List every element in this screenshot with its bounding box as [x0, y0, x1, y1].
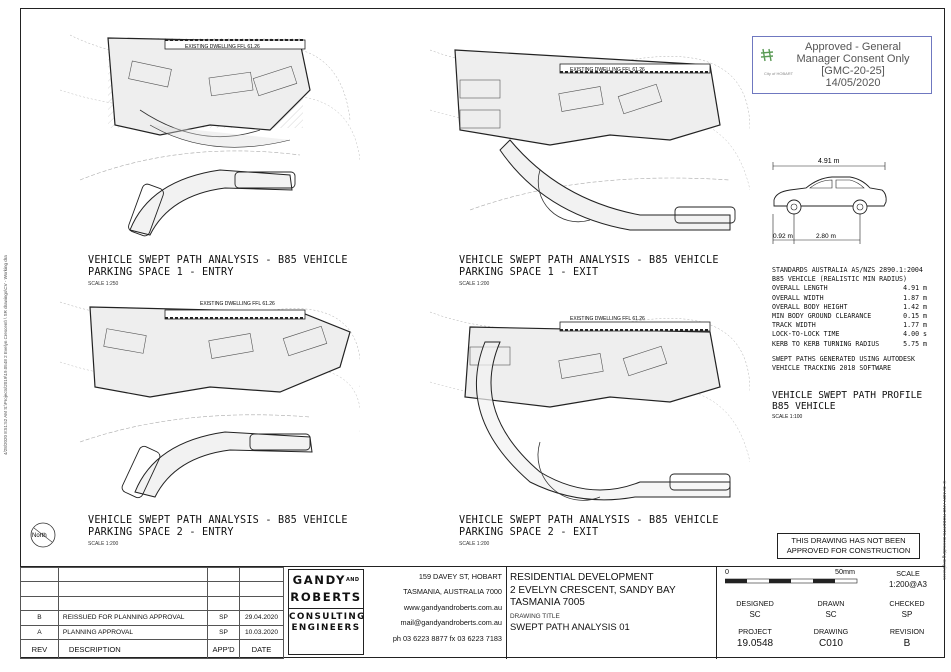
drawing-title-label: DRAWING TITLE — [510, 612, 560, 620]
site-plan-p2: EXISTING DWELLING FFL 61.26 — [430, 49, 750, 231]
north-arrow-icon: North — [30, 522, 56, 548]
revision-table: B REISSUED FOR PLANNING APPROVAL SP 29.0… — [20, 566, 284, 659]
drawn-label: DRAWN — [817, 599, 845, 608]
site-plan-p4: EXISTING DWELLING FFL 61.26 — [430, 311, 750, 501]
panel-title-line1: VEHICLE SWEPT PATH ANALYSIS - B85 VEHICL… — [88, 255, 348, 266]
panel-title-p3: VEHICLE SWEPT PATH ANALYSIS - B85 VEHICL… — [88, 515, 348, 539]
panel-title-line2: PARKING SPACE 2 - EXIT — [459, 527, 599, 538]
revision-row: B REISSUED FOR PLANNING APPROVAL SP 29.0… — [20, 610, 284, 626]
car-profile-diagram: 4.91 m 0.92 m 2.80 m — [772, 158, 887, 244]
specs-standard: STANDARDS AUSTRALIA AS/NZS 2890.1:2004 — [772, 266, 923, 274]
profile-title: VEHICLE SWEPT PATH PROFILE B85 VEHICLE — [772, 390, 923, 412]
panel-title-line1: VEHICLE SWEPT PATH ANALYSIS - B85 VEHICL… — [88, 515, 348, 526]
drawn-value: SC — [825, 610, 837, 619]
vehicle-specs: STANDARDS AUSTRALIA AS/NZS 2890.1:2004 B… — [772, 266, 927, 373]
site-plan-p3: EXISTING DWELLING FFL 61.26 — [60, 301, 360, 499]
checked-label: CHECKED — [889, 599, 925, 608]
profile-scale: SCALE 1:100 — [772, 414, 803, 420]
dwelling-label-p1: EXISTING DWELLING FFL 61.26 — [185, 44, 260, 50]
revision-row: A PLANNING APPROVAL SP 10.03.2020 — [20, 624, 284, 641]
panel-title-line1: VEHICLE SWEPT PATH ANALYSIS - B85 VEHICL… — [459, 255, 719, 266]
project-label: PROJECT — [738, 627, 772, 636]
stamp-text: Approved - General Manager Consent Only … — [777, 41, 929, 89]
stamp-line1: Approved - General — [805, 41, 901, 53]
panel-title-line2: PARKING SPACE 1 - ENTRY — [88, 267, 234, 278]
site-plan-p1: EXISTING DWELLING FFL 61.26 — [60, 34, 360, 237]
project-number: 19.0548 — [736, 638, 774, 649]
checked-value: SP — [901, 610, 913, 619]
specs-note-line1: SWEPT PATHS GENERATED USING AUTODESK — [772, 354, 915, 363]
scale-label: SCALE — [896, 569, 920, 578]
stamp-line2: Manager Consent Only — [796, 53, 910, 65]
dwelling-label-p2: EXISTING DWELLING FFL 61.26 — [570, 67, 645, 73]
stamp-line3: [GMC-20-25] — [821, 65, 885, 77]
project-title: RESIDENTIAL DEVELOPMENT 2 EVELYN CRESCEN… — [510, 572, 676, 609]
drawing-sheet-border — [20, 8, 945, 658]
company-address: 159 DAVEY ST, HOBART TASMANIA, AUSTRALIA… — [368, 569, 502, 646]
drawing-label: DRAWING — [813, 627, 849, 636]
dwelling-label-p3: EXISTING DWELLING FFL 61.26 — [200, 301, 275, 307]
panel-title-p2: VEHICLE SWEPT PATH ANALYSIS - B85 VEHICL… — [459, 255, 719, 279]
car-front-overhang: 0.92 m — [773, 233, 793, 240]
panel-title-p4: VEHICLE SWEPT PATH ANALYSIS - B85 VEHICL… — [459, 515, 719, 539]
scale-value: 1:200@A3 — [889, 580, 927, 589]
drawing-info: 0 50mm SCALE 1:200@A3 DESIGNED SC DRAWN … — [716, 567, 945, 659]
stamp-line4: 14/05/2020 — [825, 77, 881, 89]
revision-value: B — [903, 638, 911, 649]
company-logo: GANDYAND ROBERTS CONSULTING ENGINEERS — [288, 569, 364, 655]
designed-value: SC — [749, 610, 761, 619]
designed-label: DESIGNED — [736, 599, 774, 608]
copyright-note: © GANDY AND ROBERTS Consulting Engineers — [942, 480, 947, 580]
company-email-link[interactable]: mail@gandyandroberts.com.au — [400, 618, 502, 628]
dwelling-label-p4: EXISTING DWELLING FFL 61.26 — [570, 316, 645, 322]
panel-scale-p3: SCALE 1:200 — [88, 541, 119, 547]
scale-bar — [725, 578, 858, 584]
car-overall-length: 4.91 m — [818, 158, 840, 165]
panel-title-p1: VEHICLE SWEPT PATH ANALYSIS - B85 VEHICL… — [88, 255, 348, 279]
city-logo-icon — [760, 48, 774, 62]
revision-label: REVISION — [889, 627, 925, 636]
revision-header: REV DESCRIPTION APP'D DATE — [20, 639, 284, 659]
panel-scale-p4: SCALE 1:200 — [459, 541, 490, 547]
specs-vehicle: B85 VEHICLE (REALISTIC MIN RADIUS) — [772, 275, 907, 284]
panel-scale-p1: SCALE 1:250 — [88, 281, 119, 287]
company-website-link[interactable]: www.gandyandroberts.com.au — [403, 602, 502, 612]
construction-notice: THIS DRAWING HAS NOT BEEN APPROVED FOR C… — [777, 533, 920, 559]
panel-title-line2: PARKING SPACE 1 - EXIT — [459, 267, 599, 278]
drawing-title: SWEPT PATH ANALYSIS 01 — [510, 620, 630, 632]
north-label: North — [32, 533, 47, 539]
panel-title-line2: PARKING SPACE 2 - ENTRY — [88, 527, 234, 538]
plot-file-path: 4/28/2020 8:51:52 AM S:\Projects\2019\19… — [3, 255, 8, 455]
scale-bar-zero: 0 — [725, 567, 729, 576]
project-details: RESIDENTIAL DEVELOPMENT 2 EVELYN CRESCEN… — [506, 567, 716, 659]
stamp-city-name: City of HOBART — [764, 71, 794, 76]
car-wheelbase: 2.80 m — [816, 233, 836, 240]
scale-bar-end: 50mm — [835, 567, 855, 576]
drawing-number: C010 — [819, 638, 843, 649]
title-block: B REISSUED FOR PLANNING APPROVAL SP 29.0… — [20, 566, 945, 659]
panel-title-line1: VEHICLE SWEPT PATH ANALYSIS - B85 VEHICL… — [459, 515, 719, 526]
panel-scale-p2: SCALE 1:200 — [459, 281, 490, 287]
specs-note-line2: VEHICLE TRACKING 2018 SOFTWARE — [772, 364, 892, 373]
approval-stamp: City of HOBART Approved - General Manage… — [752, 36, 932, 94]
